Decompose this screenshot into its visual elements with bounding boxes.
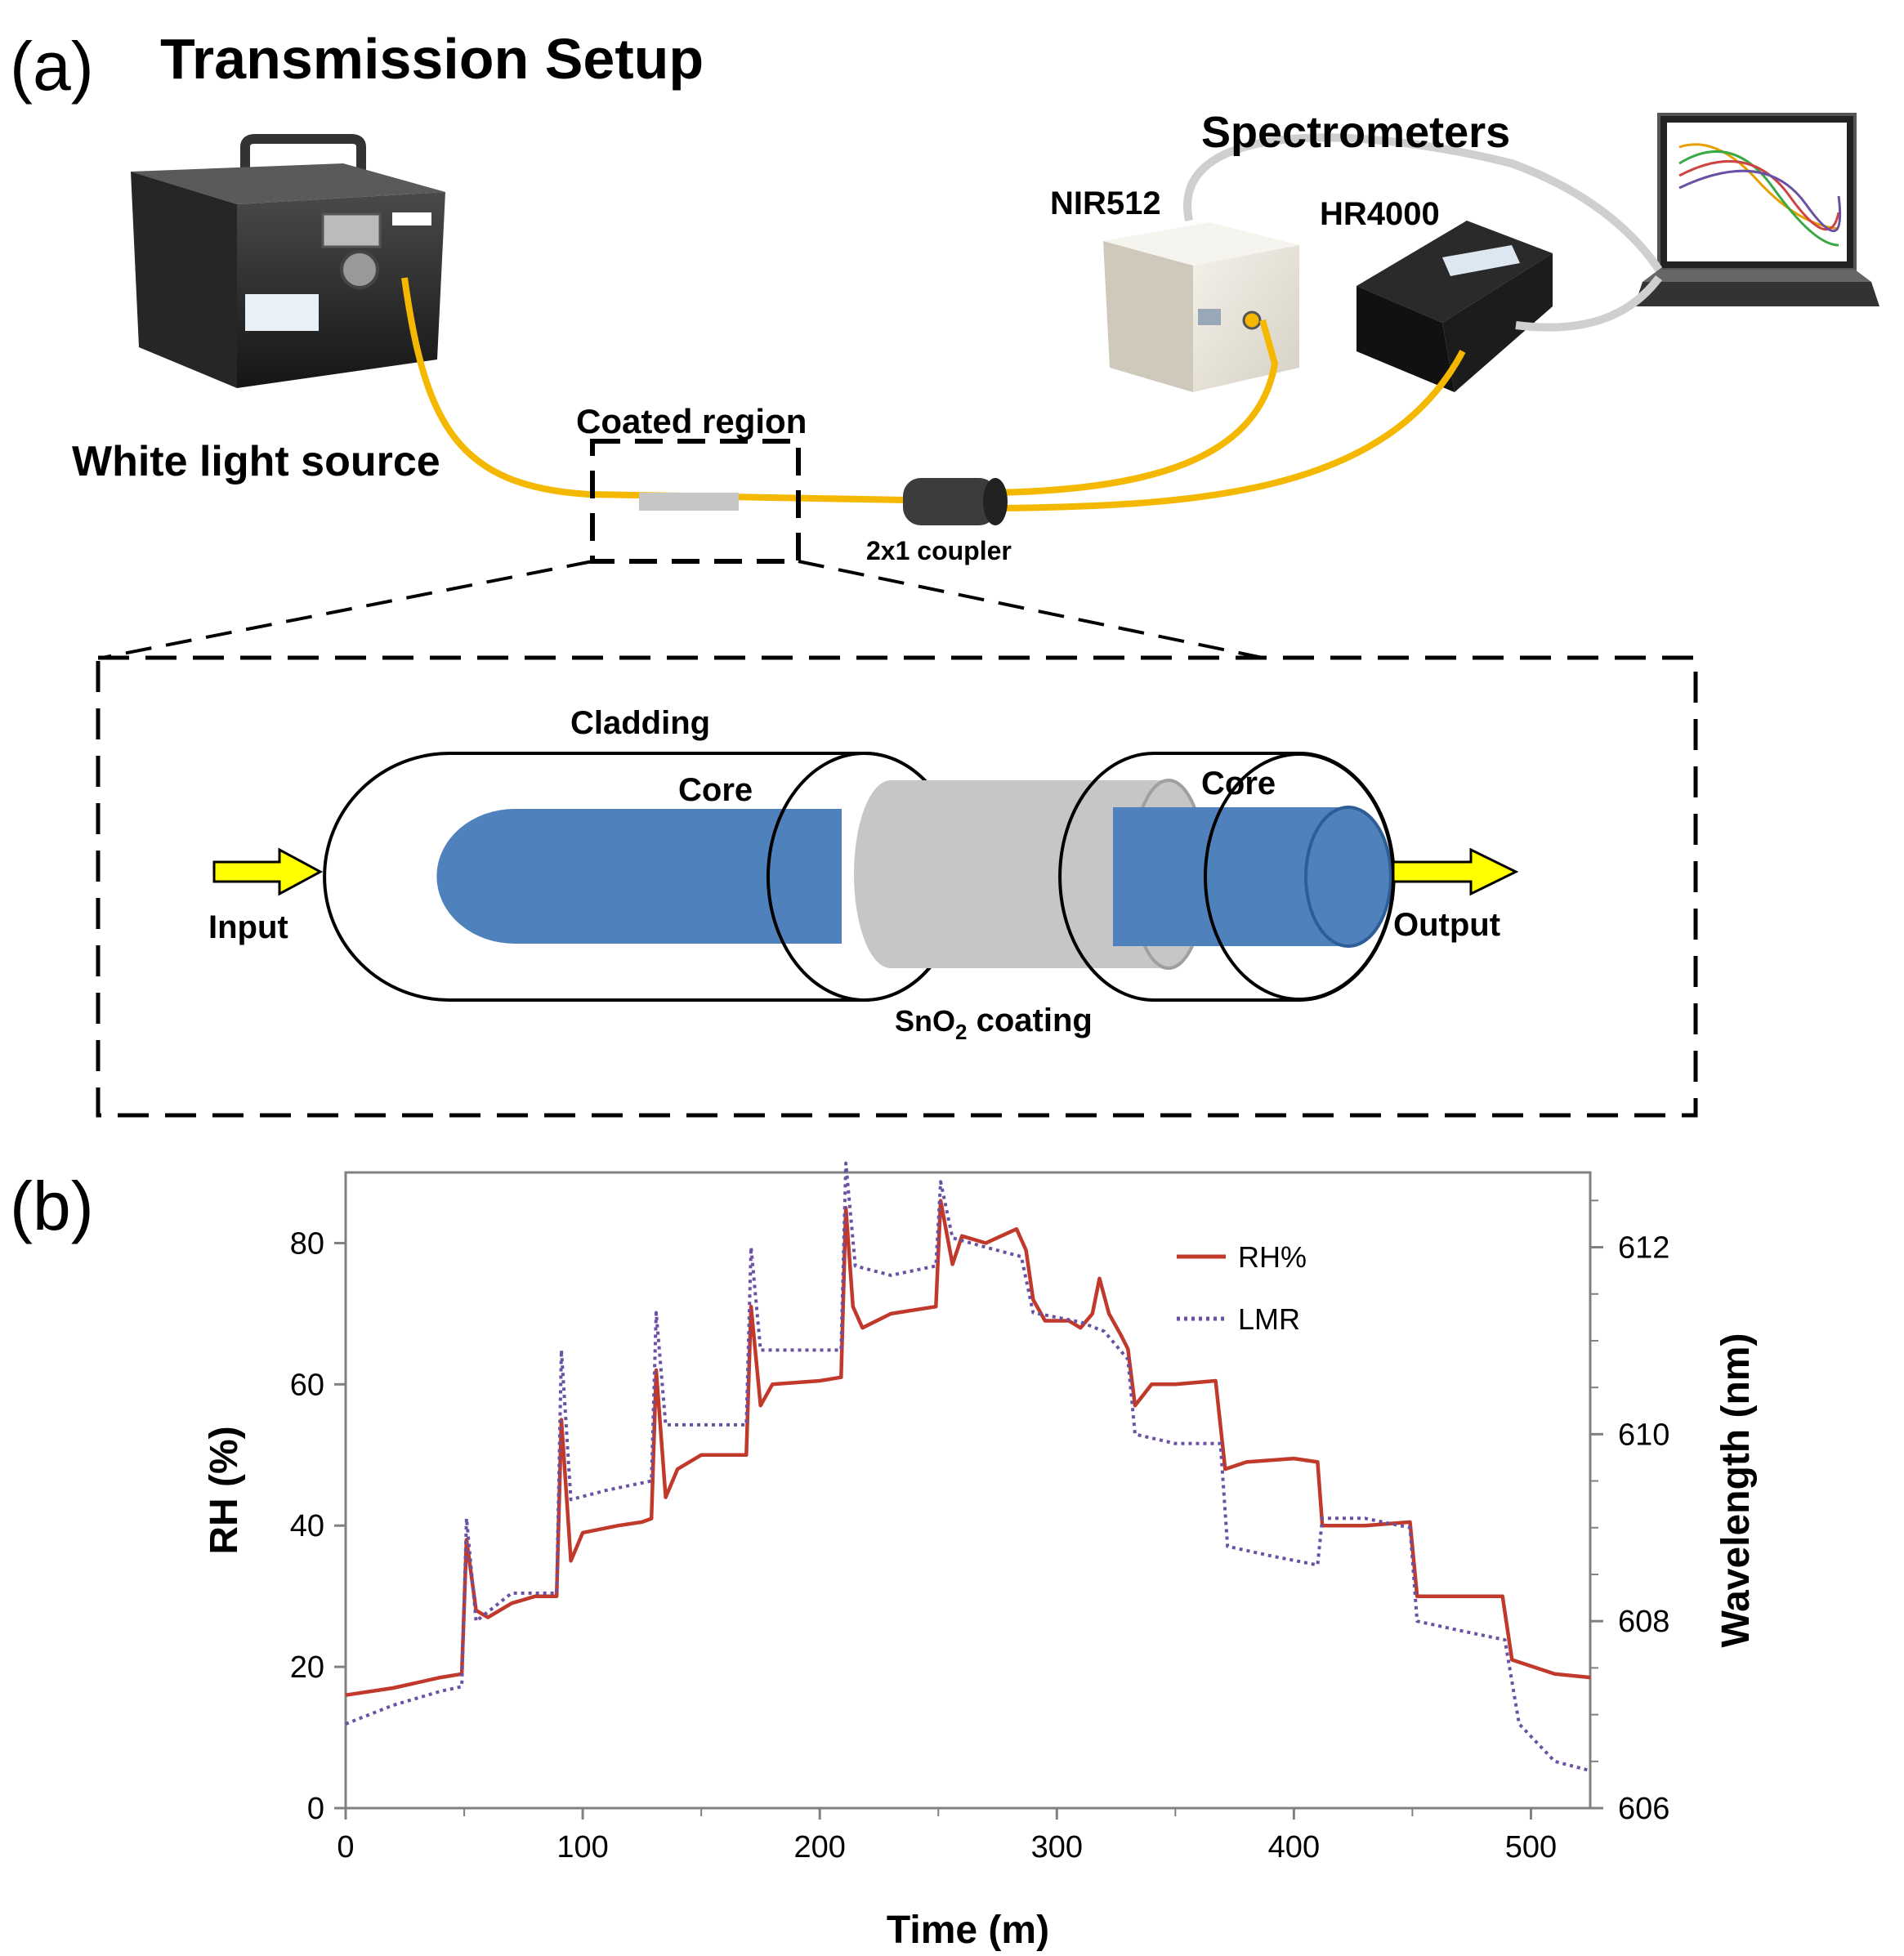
schematic-box [96,655,1698,1118]
optical-fibers [401,277,1466,511]
nir512-spectrometer [1103,222,1299,392]
core-label-left: Core [678,772,753,808]
y-tick-label: 80 [290,1226,324,1261]
legend-label: RH% [1238,1240,1307,1274]
x-tick-label: 400 [1268,1830,1320,1864]
y-tick-label: 0 [307,1792,324,1826]
core-label-right: Core [1201,766,1276,802]
cladding-label: Cladding [570,705,710,741]
hr4000-label: HR4000 [1320,196,1440,232]
white-light-source-label: White light source [72,438,440,485]
series-line-rh [345,1199,1591,1697]
zoom-line-right [798,560,1263,659]
x-tick-label: 500 [1505,1830,1557,1864]
legend-label: LMR [1238,1302,1300,1336]
coupler-device [903,478,1008,525]
zoom-line-left [101,560,593,659]
y-tick-label: 60 [290,1368,324,1402]
usb-cable-hr4000 [1515,275,1662,332]
series-line-lmr [345,1161,1591,1773]
panel-a-title: Transmission Setup [160,27,704,91]
y2-axis-title: Wavelength (nm) [1714,1333,1758,1648]
x-tick-label: 100 [556,1830,608,1864]
y-axis-title: RH (%) [203,1426,246,1554]
coated-region-label: Coated region [576,402,807,440]
nir512-label: NIR512 [1050,185,1161,221]
y2-tick-label: 612 [1618,1231,1669,1266]
panel-a-label: (a) [10,28,94,105]
fiber-schematic [212,752,1519,1002]
coated-fiber-segment [639,493,739,511]
laptop-computer [1634,113,1879,306]
y2-tick-label: 610 [1618,1418,1669,1452]
spectrometers-label: Spectrometers [1201,108,1510,157]
plot-frame [344,1171,1592,1810]
input-label: Input [208,909,288,945]
output-label: Output [1393,907,1500,943]
y2-tick-label: 606 [1618,1792,1669,1826]
x-tick-label: 200 [793,1830,845,1864]
y-tick-label: 20 [290,1650,324,1685]
coupler-label: 2x1 coupler [866,536,1012,565]
y2-tick-label: 608 [1618,1605,1669,1639]
hr4000-spectrometer [1356,221,1553,392]
x-tick-label: 300 [1031,1830,1083,1864]
x-tick-label: 0 [337,1830,354,1864]
usb-cable-nir512 [1183,133,1663,272]
x-axis-title: Time (m) [887,1909,1049,1952]
y-tick-label: 40 [290,1509,324,1543]
white-light-source-device [131,134,445,388]
coated-region-box [590,439,801,564]
panel-b-label: (b) [10,1168,94,1244]
rh-lmr-chart: 0 100 200 300 400 500 0 20 40 60 80 606 608 610 612Tim… [203,1161,1758,1952]
coating-label: SnO2 coating [895,1003,1093,1044]
